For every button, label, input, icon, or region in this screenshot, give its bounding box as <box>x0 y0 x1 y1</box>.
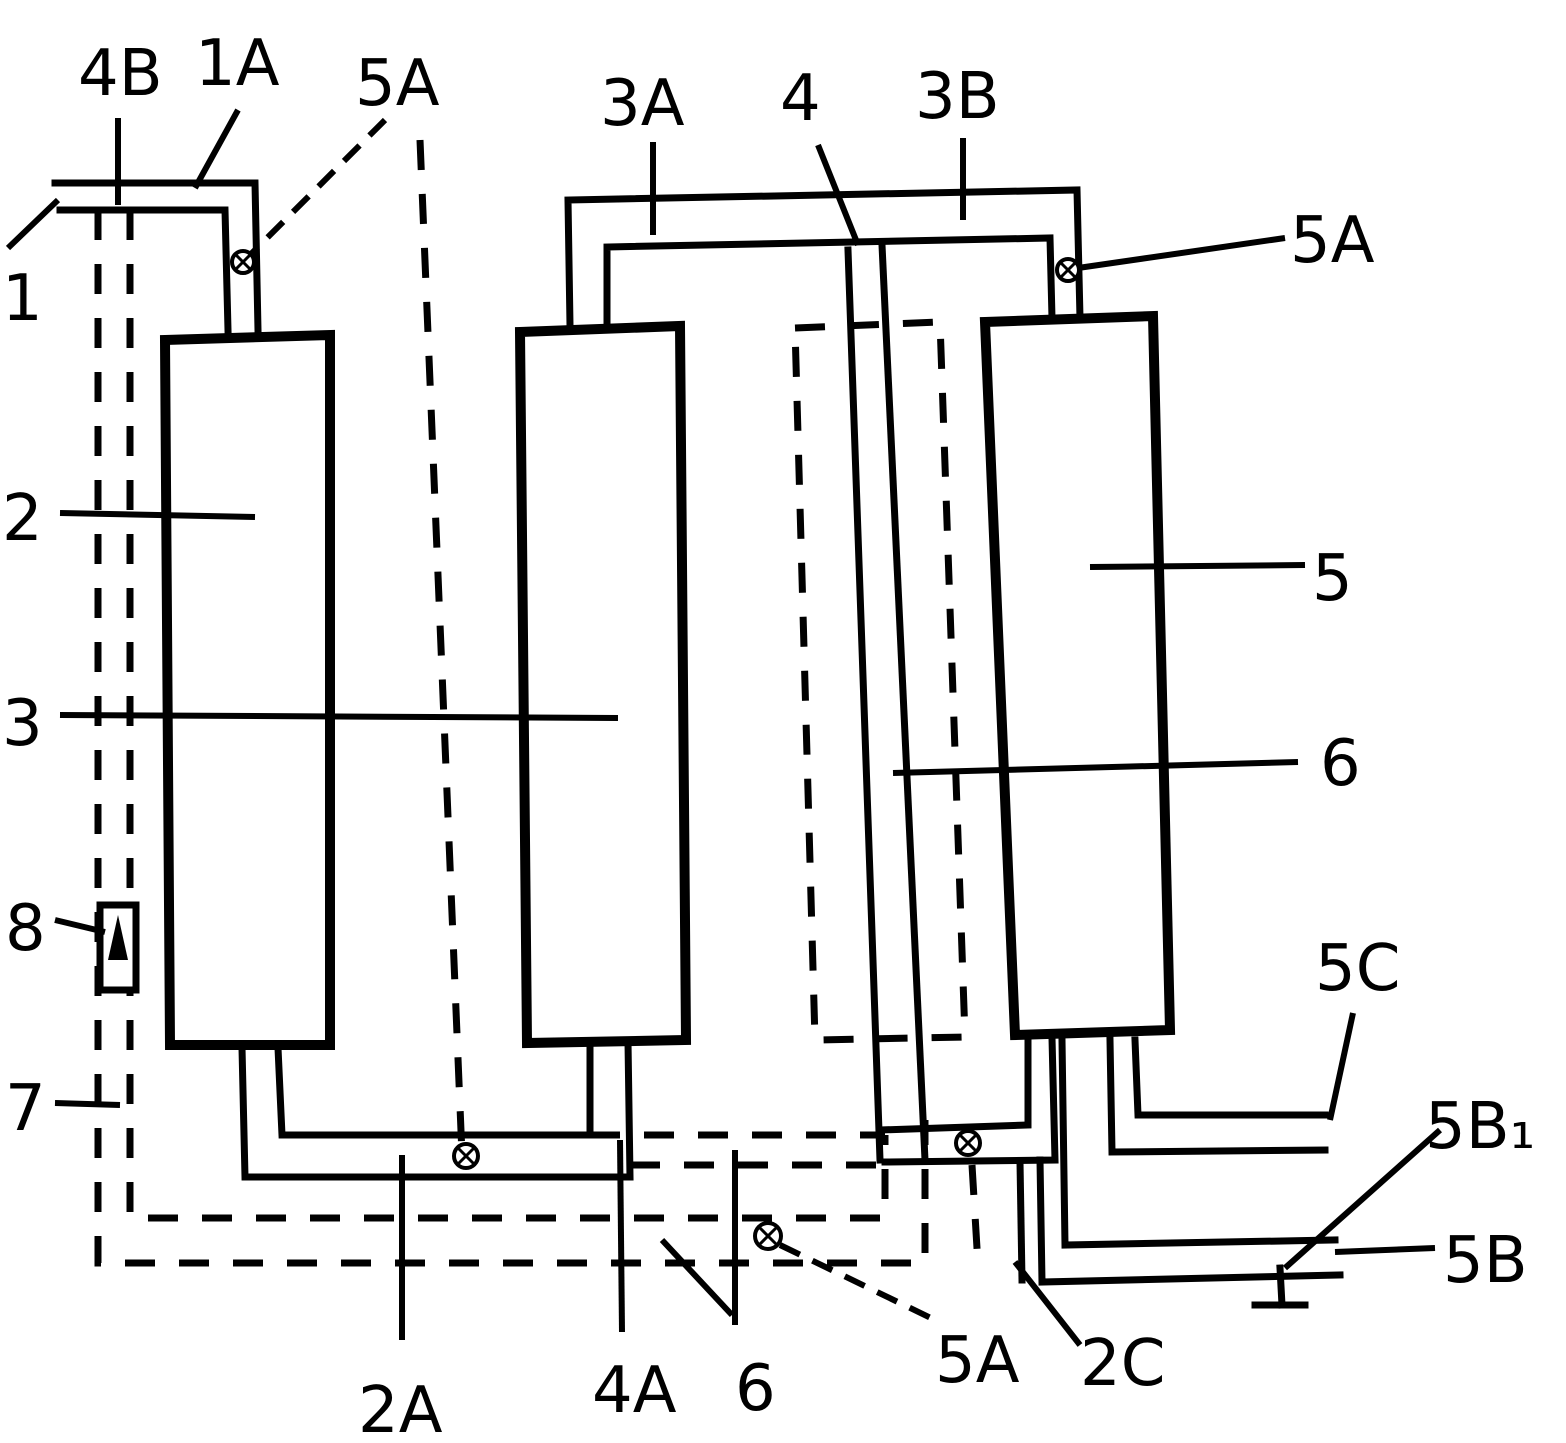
vessel-middle <box>514 320 692 1049</box>
dashed-pipe-vertical-mid <box>416 139 466 1156</box>
label-8: 8 <box>5 892 46 966</box>
leader-lines <box>5 108 1442 1347</box>
label-6-mid: 6 <box>1320 727 1361 801</box>
vessel-right <box>979 310 1176 1041</box>
label-5A-bottom: 5A <box>935 1324 1020 1398</box>
label-5C: 5C <box>1315 932 1400 1006</box>
label-5A-right: 5A <box>1290 204 1375 278</box>
dashed-pipe-vertical-bottom <box>968 1164 982 1266</box>
dashed-heat-exchanger-outline <box>791 318 969 1044</box>
dashed-pipe-left-outer <box>94 210 929 1267</box>
valve-top-left <box>230 249 256 275</box>
label-2A: 2A <box>358 1374 443 1443</box>
vessel-left <box>159 329 335 1050</box>
label-2: 2 <box>2 482 43 556</box>
bottom-pipe-2A <box>238 1038 634 1181</box>
label-5A-top: 5A <box>355 47 440 121</box>
label-7: 7 <box>5 1072 46 1146</box>
label-3B: 3B <box>915 60 1000 134</box>
label-1A: 1A <box>195 27 280 101</box>
label-3A: 3A <box>600 67 685 141</box>
label-4: 4 <box>780 62 821 136</box>
outlet-pipe-5C <box>1131 1036 1329 1119</box>
label-5: 5 <box>1312 542 1353 616</box>
outlet-pipe-2C <box>1016 1158 1026 1284</box>
label-5B1: 5B₁ <box>1425 1090 1535 1164</box>
valve-bottom-dashed <box>753 1221 783 1251</box>
label-1: 1 <box>2 262 43 336</box>
connector-pipe-3A-3B <box>564 186 1084 329</box>
flow-meter-8 <box>96 901 140 994</box>
bottom-pipe-right <box>876 1034 1059 1166</box>
label-4B: 4B <box>78 37 163 111</box>
label-4A: 4A <box>592 1354 677 1428</box>
central-tube-4 <box>844 241 929 1164</box>
label-3: 3 <box>2 687 43 761</box>
dashed-pipe-lower-branch <box>590 1131 885 1169</box>
outlet-pipe-5B1 <box>1106 1036 1329 1156</box>
inlet-pipe-1 <box>51 179 262 334</box>
valve-top-right <box>1055 257 1081 283</box>
label-5B: 5B <box>1443 1224 1528 1298</box>
valve-bottom-middle <box>452 1142 480 1170</box>
outlet-pipe-5B <box>1036 1036 1344 1309</box>
label-6-bottom: 6 <box>735 1352 776 1426</box>
label-2C: 2C <box>1080 1327 1165 1401</box>
valve-bottom-right <box>954 1129 982 1157</box>
